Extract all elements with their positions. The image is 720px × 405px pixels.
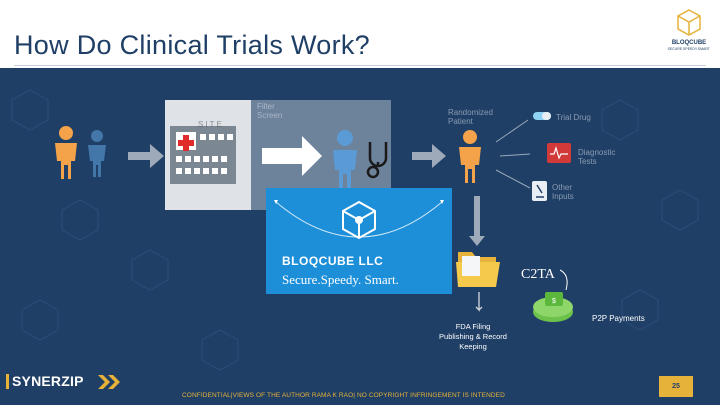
footer-disclaimer: CONFIDENTIAL|VIEWS OF THE AUTHOR RAMA K … bbox=[182, 392, 505, 399]
folder-icon bbox=[456, 252, 500, 287]
arrow-icon bbox=[495, 119, 531, 189]
arrow-icon bbox=[559, 269, 568, 291]
slide-title: How Do Clinical Trials Work? bbox=[14, 30, 370, 60]
overlay-company-name: BLOQCUBE LLC bbox=[282, 254, 384, 268]
cube-logo-icon bbox=[274, 200, 444, 240]
site-label: SITE bbox=[198, 120, 224, 129]
synerzip-logo-text: SYNERZIP bbox=[12, 373, 84, 389]
brand-logo-name: BLOQCUBE bbox=[671, 40, 707, 46]
patient-icon bbox=[333, 130, 357, 188]
patient-icon bbox=[55, 126, 106, 179]
p2p-payments-label: P2P Payments bbox=[592, 314, 645, 323]
overlay-tagline: Secure.Speedy. Smart. bbox=[282, 272, 399, 287]
svg-text:$: $ bbox=[552, 298, 556, 305]
other-inputs-label: Other Inputs bbox=[552, 183, 574, 201]
coin-icon: $ bbox=[533, 292, 573, 322]
trial-drug-label: Trial Drug bbox=[556, 113, 591, 122]
chevron-right-icon bbox=[98, 375, 120, 389]
arrow-icon bbox=[412, 144, 446, 168]
bloqcube-overlay: BLOQCUBE LLC Secure.Speedy. Smart. bbox=[266, 188, 452, 294]
fda-filing-label: FDA Filing Publishing & Record Keeping bbox=[439, 322, 507, 351]
drug-icon bbox=[533, 112, 551, 120]
stethoscope-icon bbox=[366, 142, 388, 179]
microscope-icon bbox=[532, 181, 547, 201]
diagnostic-tests-label: Diagnostic Tests bbox=[578, 148, 616, 166]
brand-logo-tagline: SECURE.SPEEDY.SMART. bbox=[667, 47, 711, 51]
bloqcube-brand-logo: BLOQCUBE SECURE.SPEEDY.SMART. bbox=[664, 6, 714, 58]
randomized-patient-label: Randomized Patient bbox=[448, 108, 493, 126]
diagnostic-icon bbox=[547, 143, 571, 163]
synerzip-logo-bar bbox=[6, 374, 9, 389]
title-bar bbox=[0, 0, 720, 68]
cube-logo-icon bbox=[677, 9, 701, 36]
arrow-icon bbox=[128, 144, 164, 168]
arrow-icon bbox=[475, 292, 483, 312]
patient-icon bbox=[459, 130, 481, 183]
page-number: 25 bbox=[659, 376, 693, 397]
title-divider bbox=[14, 65, 706, 66]
hospital-icon bbox=[165, 100, 251, 210]
arrow-icon bbox=[469, 196, 485, 246]
arrow-icon bbox=[262, 136, 322, 176]
c2ta-label: C2TA bbox=[521, 267, 555, 282]
filter-screen-label: Filter Screen bbox=[257, 102, 283, 120]
